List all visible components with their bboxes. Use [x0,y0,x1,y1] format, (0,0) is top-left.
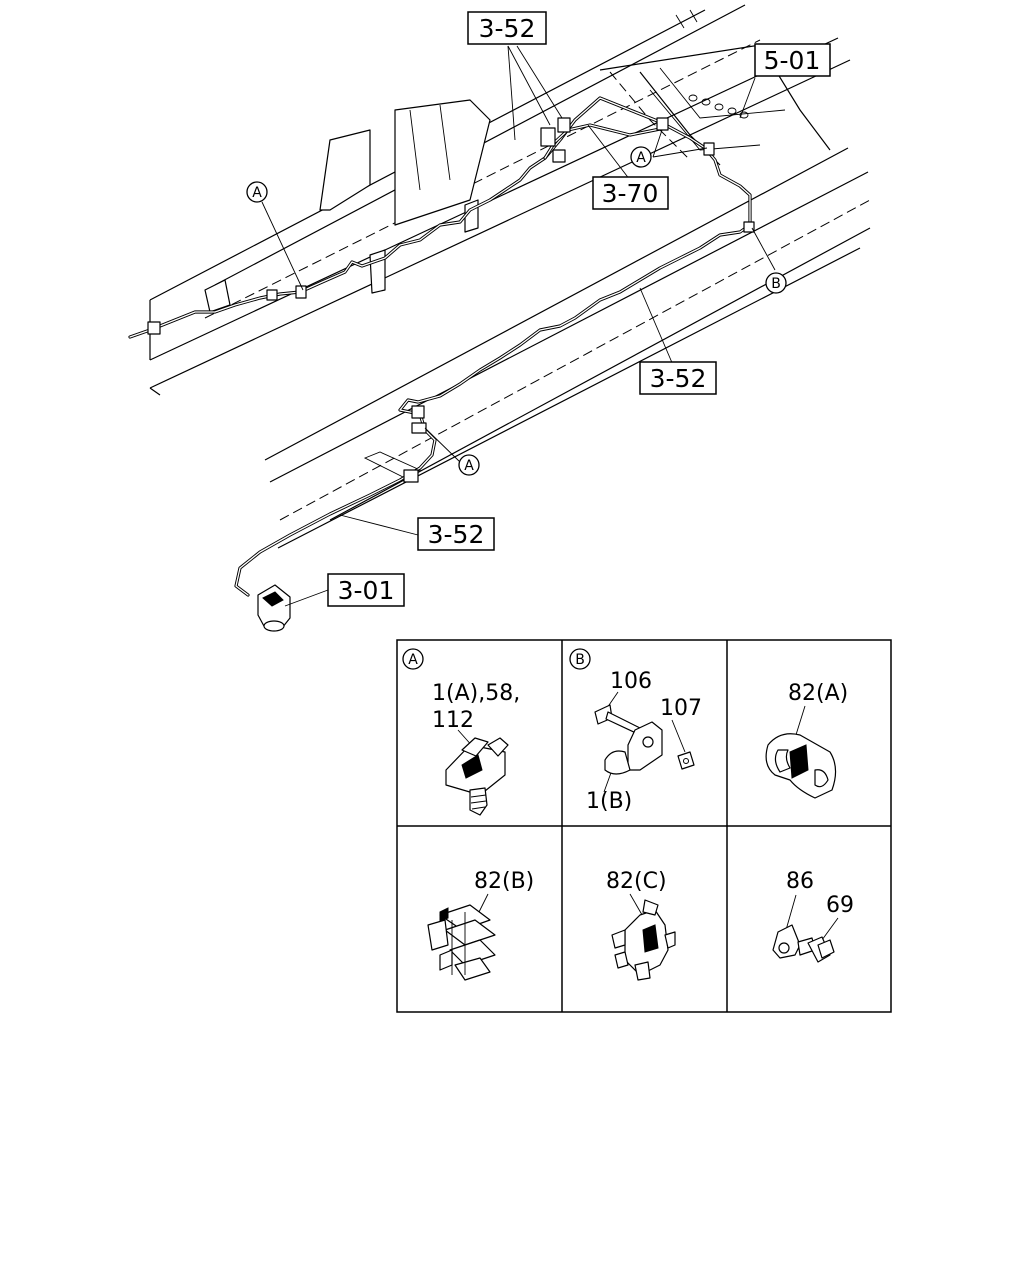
detail-cell-82c: 82(C) [606,869,676,981]
ref-label-3-52-bottom: 3-52 [428,520,485,549]
ref-label-3-70: 3-70 [602,179,659,208]
brake-pipes [128,96,752,597]
detail-cell-a-label-line1: 1(A),58, [432,681,520,706]
bolt-part-69-icon [807,936,835,963]
detail-cell-b-marker: B [575,652,585,668]
marker-a-top: A [630,146,652,168]
detail-cell-82a: 82(A) [765,681,848,799]
detail-cell-86-69: 86 69 [772,869,854,963]
detail-cell-b-label-1b: 1(B) [586,789,632,814]
ref-label-3-52-middle: 3-52 [650,364,707,393]
detail-cell-b-label-106: 106 [610,669,652,694]
svg-text:A: A [636,150,646,166]
bracket-part-1b-icon [594,704,695,775]
svg-text:A: A [464,458,474,474]
ref-label-3-01: 3-01 [338,576,395,605]
detail-cell-a: A 1(A),58, 112 [402,648,520,816]
marker-a-left: A [246,181,268,203]
leader-lines [261,45,776,607]
chassis-frame [149,4,871,549]
ref-box-3-52-top: 3-52 [467,11,547,45]
detail-cell-b: B 106 107 1(B) [569,648,702,814]
detail-cell-82b-label: 82(B) [474,869,534,894]
detail-cell-label-69: 69 [826,893,854,918]
clip-part-86-icon [772,924,816,959]
marker-b: B [765,272,787,294]
ref-label-5-01: 5-01 [764,46,821,75]
detail-cell-82b: 82(B) [427,869,534,981]
detail-cell-b-label-107: 107 [660,696,702,721]
ref-box-3-52-middle: 3-52 [639,361,717,395]
clip-part-1a-icon [445,737,509,816]
svg-text:A: A [252,185,262,201]
ref-box-3-01: 3-01 [327,573,405,607]
ref-box-3-70: 3-70 [592,176,669,210]
detail-cell-82c-label: 82(C) [606,869,667,894]
detail-cell-label-86: 86 [786,869,814,894]
clip-part-82b-icon [427,904,496,981]
detail-table [396,639,892,1013]
detail-cell-82a-label: 82(A) [788,681,848,706]
clip-part-82a-icon [765,733,837,799]
detail-cell-a-marker: A [408,652,418,668]
detail-cell-a-label-line2: 112 [432,708,474,733]
pipe-clips [147,117,755,632]
marker-a-lower: A [458,454,480,476]
svg-text:B: B [771,276,781,292]
ref-box-3-52-bottom: 3-52 [417,517,495,551]
clip-part-82c-icon [611,899,676,981]
ref-box-5-01: 5-01 [754,43,831,77]
ref-label-3-52-top: 3-52 [479,14,536,43]
